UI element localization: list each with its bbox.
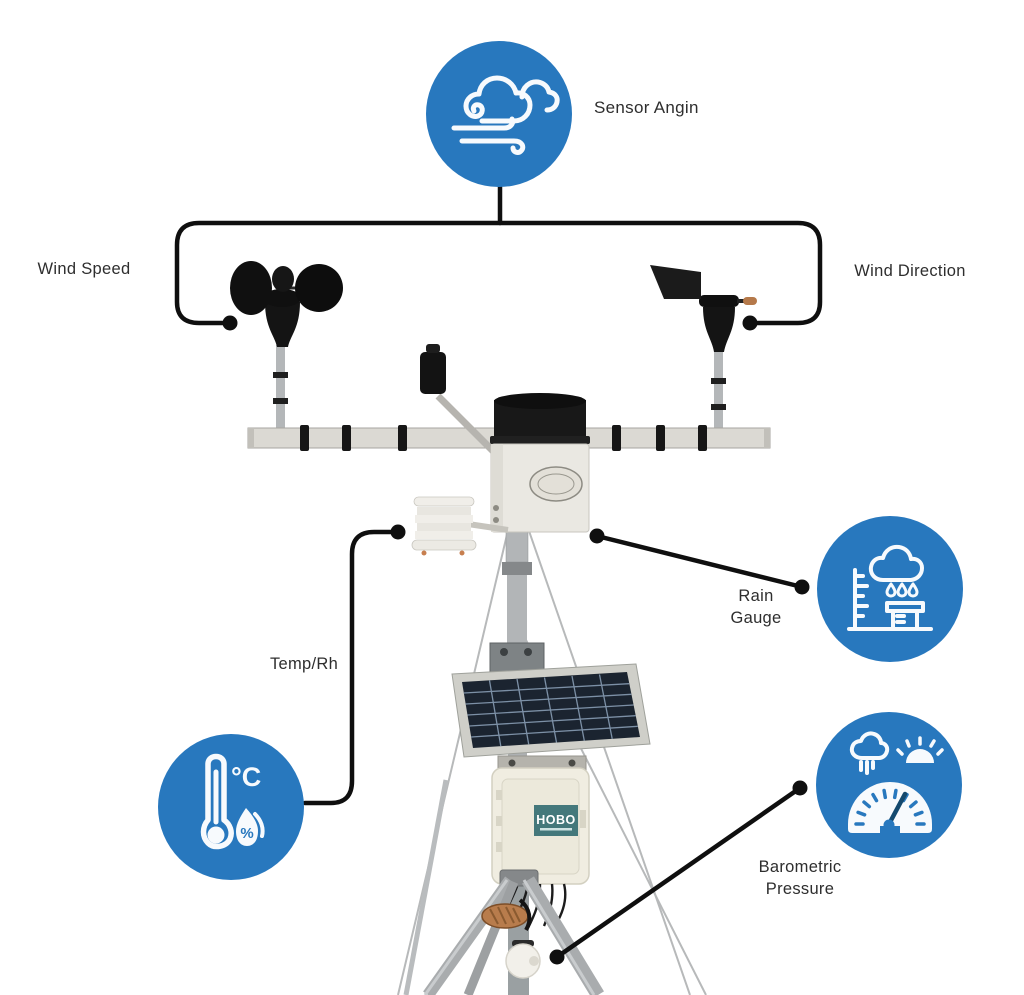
- logger-label-plate: [534, 805, 578, 836]
- connector-barometric: [554, 785, 803, 960]
- label-barometric-line2: Pressure: [765, 879, 835, 898]
- solar-panel: [451, 663, 651, 758]
- thermometer-humidity-icon: °C %: [158, 734, 304, 880]
- connector-temp-rh: [302, 529, 401, 806]
- radiation-shield: [411, 496, 509, 556]
- label-sensor-angin: Sensor Angin: [594, 98, 699, 117]
- label-rain-gauge-line1: Rain: [738, 587, 774, 605]
- logger-label-text: HOBO: [536, 813, 576, 827]
- ball-sensor: [505, 943, 541, 979]
- rain-gauge-cylinder: [490, 393, 590, 533]
- aux-sensor: [420, 344, 503, 461]
- barometer-icon: [816, 712, 962, 858]
- label-rain-gauge: Rain Gauge: [713, 586, 799, 629]
- label-temp-rh: Temp/Rh: [269, 655, 339, 673]
- tripod: [403, 779, 604, 995]
- degree-celsius-text: °C: [231, 762, 261, 792]
- label-barometric: Barometric Pressure: [744, 857, 856, 900]
- wind-vane: [650, 265, 757, 352]
- anemometer: [230, 261, 343, 347]
- label-rain-gauge-line2: Gauge: [730, 608, 782, 627]
- label-wind-speed: Wind Speed: [37, 260, 131, 278]
- connector-dots: [222, 315, 810, 965]
- data-logger: HOBO: [491, 755, 590, 885]
- wind-clouds-icon: [426, 41, 572, 187]
- connector-rain-gauge: [594, 533, 805, 590]
- label-wind-direction: Wind Direction: [854, 262, 966, 280]
- rain-gauge-icon: [817, 516, 963, 662]
- percent-text: %: [240, 825, 253, 842]
- connector-wind-bracket: [174, 220, 823, 326]
- label-barometric-line1: Barometric: [758, 858, 842, 876]
